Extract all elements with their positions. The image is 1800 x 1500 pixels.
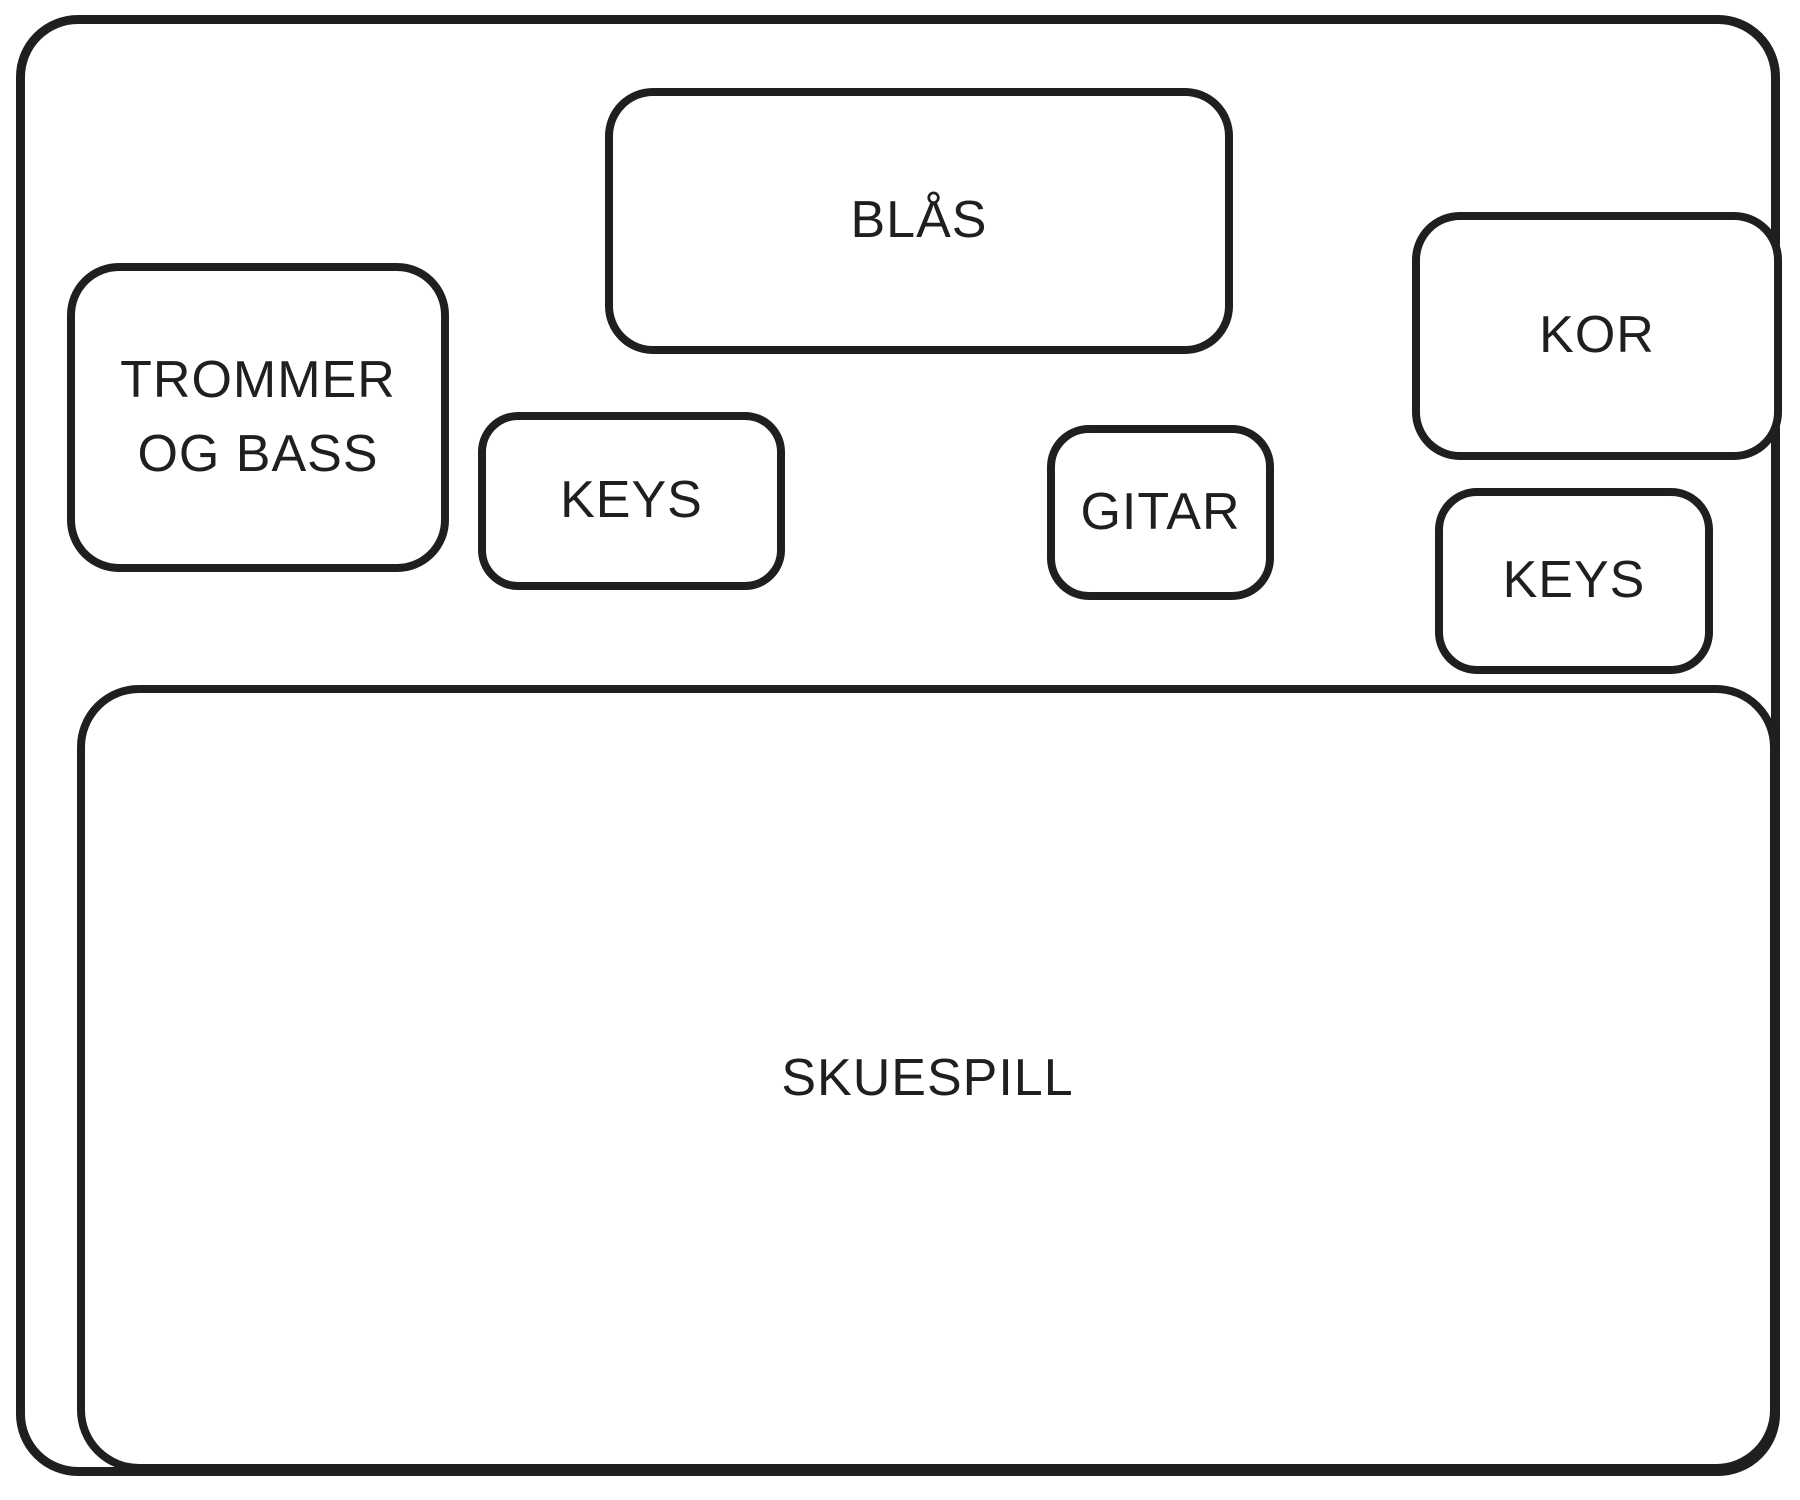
zone-skuespill: SKUESPILL: [77, 685, 1778, 1472]
zone-trommer-og-bass-label: TROMMER OG BASS: [120, 350, 396, 483]
zone-keys-right-label: KEYS: [1502, 551, 1646, 610]
zone-skuespill-label: SKUESPILL: [781, 1048, 1074, 1107]
zone-gitar-label: GITAR: [1080, 482, 1241, 541]
zone-keys-right: KEYS: [1435, 488, 1713, 674]
zone-trommer-og-bass: TROMMER OG BASS: [67, 263, 449, 572]
zone-gitar: GITAR: [1047, 425, 1274, 600]
zone-kor-label: KOR: [1539, 306, 1655, 365]
zone-keys-left-label: KEYS: [560, 471, 703, 530]
zone-kor: KOR: [1412, 212, 1782, 460]
zone-keys-left: KEYS: [478, 412, 785, 590]
zone-blas-label: BLÅS: [850, 191, 988, 250]
zone-blas: BLÅS: [605, 88, 1233, 354]
stage-outer-border: BLÅS TROMMER OG BASS KEYS GITAR KOR KEYS…: [16, 15, 1782, 1476]
